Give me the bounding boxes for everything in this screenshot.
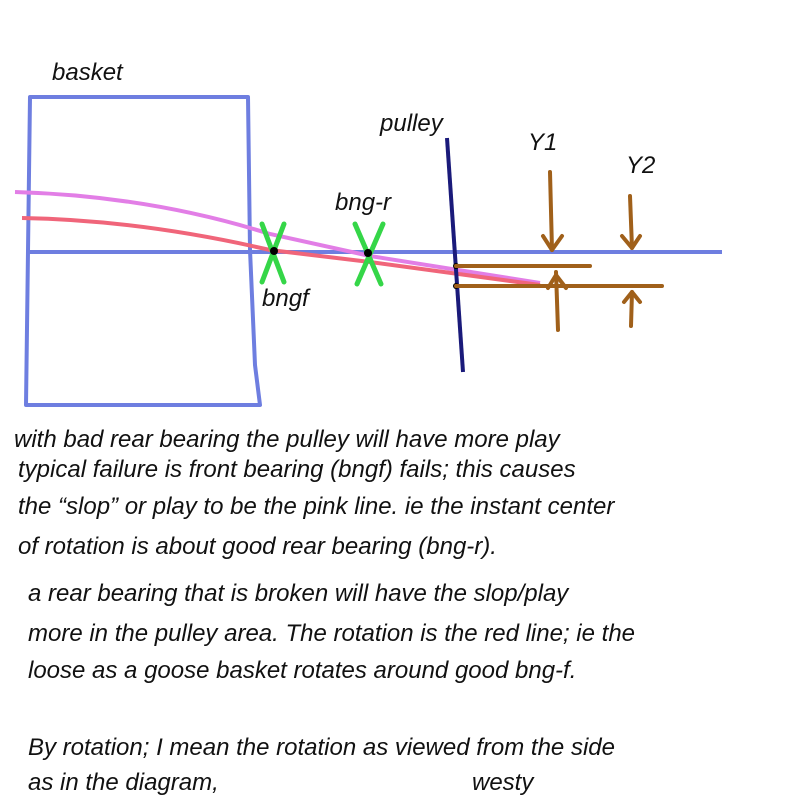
note-line-9: as in the diagram, (28, 769, 219, 796)
y2-label: Y2 (626, 152, 655, 179)
note-line-6: more in the pulley area. The rotation is… (28, 620, 636, 647)
bearing-play-diagram: basket pulley Y1 Y2 bng-r bngf (14, 59, 722, 407)
y1-label: Y1 (528, 129, 557, 156)
red-rotation-line (21, 216, 541, 287)
signature: westy (472, 769, 534, 796)
note-line-4: of rotation is about good rear bearing (… (18, 533, 497, 560)
pulley-line (445, 137, 465, 373)
bngf-label: bngf (262, 285, 311, 312)
note-line-1: with bad rear bearing the pulley will ha… (14, 426, 560, 453)
note-line-7: loose as a goose basket rotates around g… (28, 657, 577, 684)
bearing-rear-pivot (364, 249, 372, 257)
y1-dimension (454, 170, 664, 332)
basket-label: basket (52, 59, 124, 86)
bearing-front-pivot (270, 247, 278, 255)
note-line-8: By rotation; I mean the rotation as view… (28, 734, 615, 761)
y2-dimension (620, 194, 642, 328)
basket-outline (24, 95, 262, 407)
pulley-label: pulley (379, 110, 445, 137)
bng-r-label: bng-r (335, 189, 392, 216)
note-line-2: typical failure is front bearing (bngf) … (18, 456, 576, 483)
note-line-5: a rear bearing that is broken will have … (28, 580, 569, 607)
note-line-3: the “slop” or play to be the pink line. … (18, 493, 615, 520)
